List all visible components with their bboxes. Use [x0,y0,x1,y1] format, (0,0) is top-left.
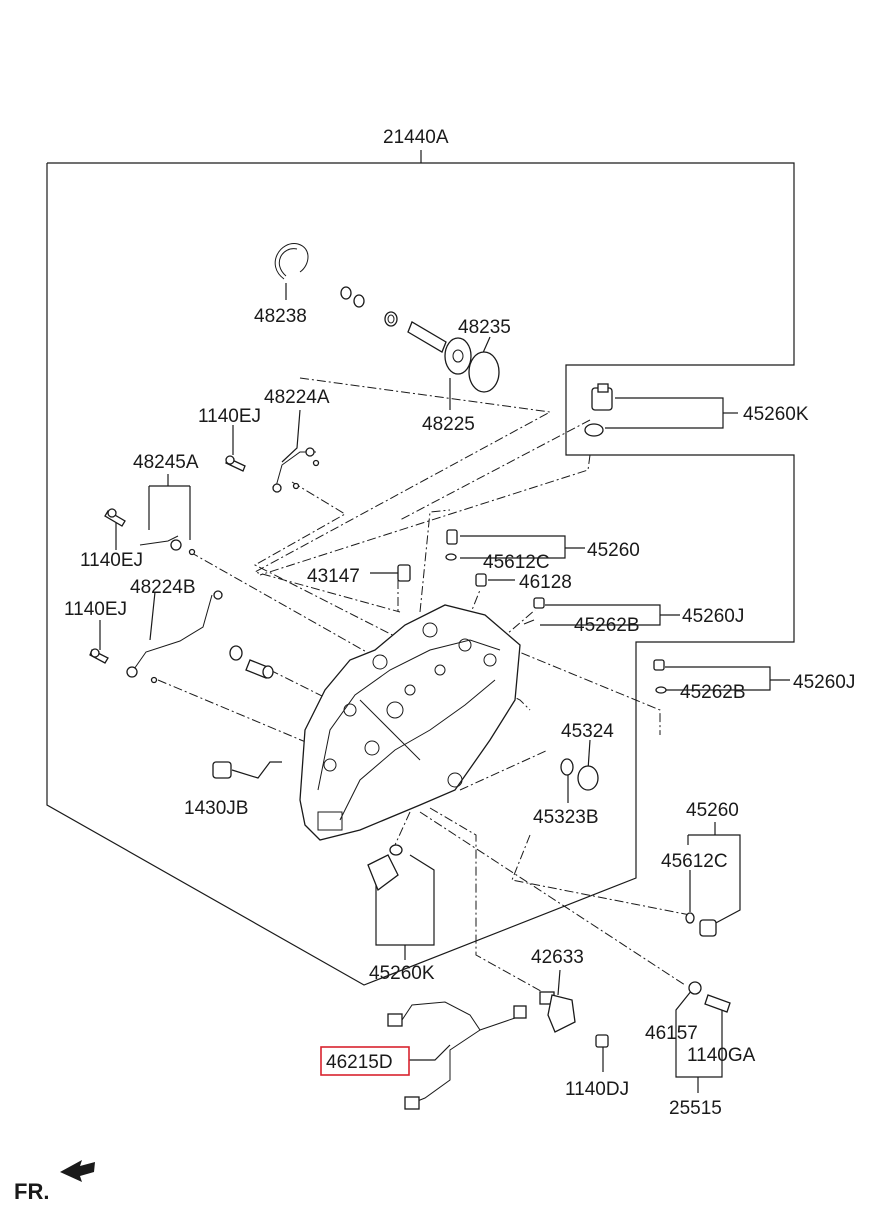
label-1140EJ-c[interactable]: 1140EJ [64,599,127,620]
part-labels: 21440A 48238 48235 48225 45260K 1140EJ 4… [14,127,855,1204]
label-48224B[interactable]: 48224B [130,577,196,598]
label-1430JB[interactable]: 1430JB [184,798,248,819]
label-1140GA[interactable]: 1140GA [687,1045,756,1066]
label-45260K-top[interactable]: 45260K [743,404,809,425]
label-48238[interactable]: 48238 [254,306,307,327]
front-arrow-icon [60,1160,95,1182]
label-45262B-b[interactable]: 45262B [680,682,746,703]
label-1140EJ-b[interactable]: 1140EJ [80,550,143,571]
wire-harness-46215D-part [387,1001,527,1110]
bolts-and-pipes [89,447,320,684]
label-45260-b[interactable]: 45260 [686,800,739,821]
small-seal-rings [340,286,398,327]
leader-dashed-lines [157,377,691,996]
valve-body-housing-part [299,604,521,841]
label-48225[interactable]: 48225 [422,414,475,435]
sensor-25515-part [688,981,731,1013]
label-45262B-a[interactable]: 45262B [574,615,640,636]
plug-45260K-top-part [584,383,613,437]
front-marker-label: FR. [14,1179,49,1204]
label-45260J-b[interactable]: 45260J [793,672,855,693]
piston-part [407,321,500,393]
assembly-outline [46,150,795,986]
label-45260-a[interactable]: 45260 [587,540,640,561]
sensor-42633-part [539,991,609,1048]
label-48224A[interactable]: 48224A [264,387,330,408]
label-48245A[interactable]: 48245A [133,452,199,473]
label-42633[interactable]: 42633 [531,947,584,968]
label-45260K-bottom[interactable]: 45260K [369,963,435,984]
label-45323B[interactable]: 45323B [533,807,599,828]
label-46128[interactable]: 46128 [519,572,572,593]
label-25515[interactable]: 25515 [669,1098,722,1119]
label-46215D[interactable]: 46215D [326,1052,393,1073]
label-46157[interactable]: 46157 [645,1023,698,1044]
housing-accessory-parts [212,529,717,937]
label-45324[interactable]: 45324 [561,721,614,742]
snap-ring-part [274,243,309,280]
label-21440A[interactable]: 21440A [383,127,449,148]
label-1140DJ[interactable]: 1140DJ [565,1079,629,1100]
label-45612C-a[interactable]: 45612C [483,552,550,573]
label-45612C-b[interactable]: 45612C [661,851,728,872]
label-1140EJ-a[interactable]: 1140EJ [198,406,261,427]
highlight-box [320,1046,410,1076]
leader-solid-lines [99,283,790,1093]
label-43147[interactable]: 43147 [307,566,360,587]
label-45260J-a[interactable]: 45260J [682,606,744,627]
label-48235[interactable]: 48235 [458,317,511,338]
